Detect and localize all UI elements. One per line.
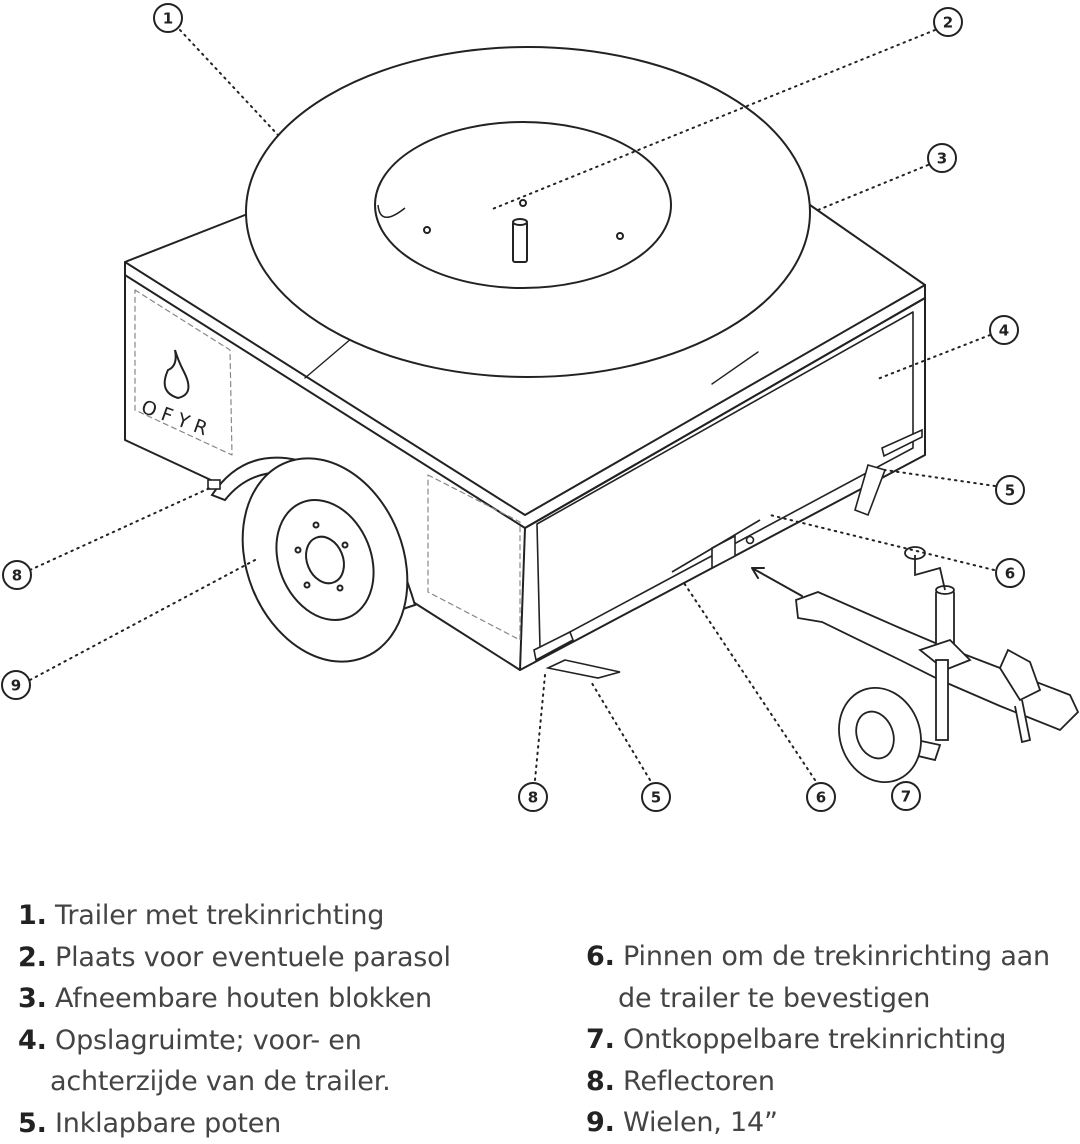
legend-text: Reflectoren [623,1066,775,1097]
svg-text:7: 7 [901,788,911,806]
reflector-rear [208,480,220,489]
legend-number: 7. [586,1024,615,1055]
svg-text:5: 5 [651,789,661,807]
legend-number: 6. [586,941,615,972]
legend-column-right: 6. Pinnen om de trekinrichting aan de tr… [586,895,1076,1144]
legend-number: 8. [586,1066,615,1097]
svg-text:4: 4 [999,322,1009,340]
svg-text:1: 1 [163,10,173,28]
callout-2: 2 [934,8,962,36]
logo-text: OFYR [138,396,216,442]
legend-item-8: 8. Reflectoren [586,1061,1076,1103]
wheel [212,433,437,686]
legend-item-9: 9. Wielen, 14” [586,1102,1076,1144]
legend-number: 2. [18,942,47,973]
folding-leg-front [548,660,620,678]
legend-item-2: 2. Plaats voor eventuele parasol [18,937,558,979]
callout-4: 4 [990,316,1018,344]
legend-item-1: 1. Trailer met trekinrichting [18,895,558,937]
towbar [796,547,1078,794]
legend-number: 1. [18,900,47,931]
flame-icon [165,350,189,398]
legend-number: 9. [586,1107,615,1138]
legend: 1. Trailer met trekinrichting 2. Plaats … [0,895,1080,1143]
svg-text:2: 2 [943,14,953,32]
legend-text-continued: de trailer te bevestigen [586,978,1076,1020]
legend-text-continued: achterzijde van de trailer. [18,1061,558,1103]
callout-3: 3 [928,144,956,172]
legend-text: Plaats voor eventuele parasol [55,942,451,973]
legend-number: 3. [18,983,47,1014]
legend-item-7: 7. Ontkoppelbare trekinrichting [586,1019,1076,1061]
ofyr-logo: OFYR [138,350,216,442]
svg-text:6: 6 [1005,565,1015,583]
hitch-receiver [672,520,760,572]
legend-text: Afneembare houten blokken [55,983,432,1014]
svg-text:6: 6 [816,789,826,807]
svg-text:5: 5 [1005,482,1015,500]
callout-9: 9 [2,671,30,699]
trailer-diagram: OFYR [0,0,1080,880]
callout-5-bottom: 5 [642,783,670,811]
legend-text: Inklapbare poten [55,1108,281,1139]
svg-text:3: 3 [937,150,947,168]
legend-item-5: 5. Inklapbare poten [18,1103,558,1144]
legend-text: Trailer met trekinrichting [55,900,384,931]
callout-6-bottom: 6 [807,783,835,811]
callout-5: 5 [996,476,1024,504]
arrow-icon [752,568,802,596]
legend-column-left: 1. Trailer met trekinrichting 2. Plaats … [18,895,558,1144]
svg-text:8: 8 [12,567,22,585]
jockey-wheel-stem [936,660,948,740]
legend-number: 5. [18,1108,47,1139]
legend-text: Opslagruimte; voor- en [55,1025,362,1056]
reflector-front-right [882,430,922,456]
legend-text: Pinnen om de trekinrichting aan [623,941,1050,972]
legend-text: Wielen, 14” [623,1107,778,1138]
legend-item-4: 4. Opslagruimte; voor- en achterzijde va… [18,1020,558,1103]
legend-item-3: 3. Afneembare houten blokken [18,978,558,1020]
callout-6: 6 [996,559,1024,587]
callout-1: 1 [154,4,182,32]
callout-8-bottom: 8 [519,783,547,811]
legend-text: Ontkoppelbare trekinrichting [623,1024,1006,1055]
svg-text:9: 9 [11,677,21,695]
parasol-holder [513,222,527,262]
legend-item-6: 6. Pinnen om de trekinrichting aan de tr… [586,936,1076,1019]
fire-bowl [246,47,810,377]
callout-7: 7 [892,782,920,810]
callout-8-left: 8 [3,561,31,589]
legend-number: 4. [18,1025,47,1056]
svg-text:8: 8 [528,789,538,807]
